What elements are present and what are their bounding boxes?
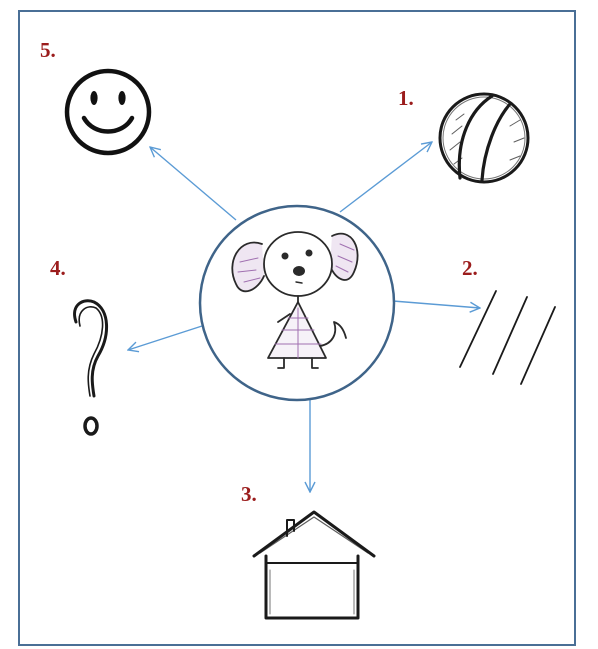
arrow-to-item4 bbox=[128, 326, 202, 350]
arrow-to-item2 bbox=[393, 301, 480, 308]
question-mark-icon bbox=[75, 301, 107, 434]
label-item2: 2. bbox=[462, 258, 478, 279]
arrow-to-item5 bbox=[150, 147, 236, 220]
label-item3: 3. bbox=[241, 484, 257, 505]
arrow-to-item1 bbox=[340, 142, 432, 212]
smiley-face-icon bbox=[67, 71, 149, 153]
house-icon bbox=[254, 512, 374, 618]
label-item5: 5. bbox=[40, 40, 56, 61]
rain-lines-icon bbox=[460, 291, 555, 384]
label-item1: 1. bbox=[398, 88, 414, 109]
ball-icon bbox=[440, 94, 528, 182]
center-circle bbox=[200, 206, 394, 400]
label-item4: 4. bbox=[50, 258, 66, 279]
